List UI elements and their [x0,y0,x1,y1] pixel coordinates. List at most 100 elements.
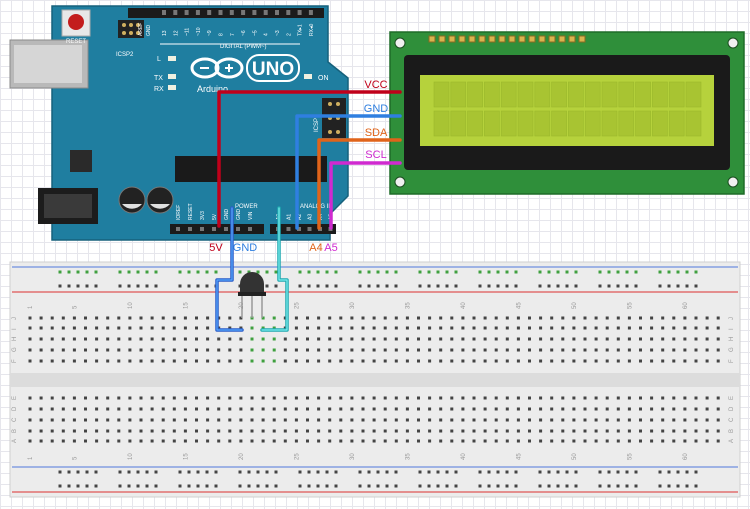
terminal-hole [50,337,54,341]
board-pin-label-5v: 5V [209,242,223,254]
column-number-top: 1 [28,305,34,309]
rail-hole [274,270,278,274]
terminal-hole [572,337,576,341]
digital-pin-hole [241,10,246,15]
wire-sda[interactable] [317,138,402,230]
terminal-hole [694,407,698,411]
terminal-hole [605,439,609,443]
terminal-hole [372,316,376,320]
terminal-hole [694,429,698,433]
lcd-header-pin [428,35,436,43]
rail-hole [307,470,311,474]
row-letter: F [12,359,18,363]
terminal-hole [106,439,110,443]
arduino-infinity-logo [190,57,244,79]
terminal-hole [39,418,43,422]
rail-hole [358,484,362,488]
wire-scl[interactable] [329,161,402,230]
power-pin-hole [224,227,228,231]
terminal-hole [439,418,443,422]
lcd-character-cell [534,110,551,137]
terminal-hole [95,348,99,352]
wire-gnd-lcd[interactable] [295,114,402,230]
column-number-bottom: 45 [516,453,522,460]
rail-hole [607,284,611,288]
terminal-hole [106,337,110,341]
terminal-hole [483,418,487,422]
terminal-hole [417,326,420,330]
analog-pin-hole [307,227,312,231]
terminal-hole [639,407,642,411]
temperature-sensor[interactable] [238,272,266,318]
terminal-hole [594,348,598,352]
column-number-bottom: 40 [461,453,467,460]
terminal-hole [250,348,254,352]
reset-label: RESET [66,39,86,45]
terminal-hole [250,429,254,433]
terminal-hole [84,429,87,433]
terminal-hole [50,396,54,400]
terminal-hole [195,407,198,411]
wire-5v[interactable] [217,90,402,228]
rail-hole [178,470,182,474]
terminal-hole [61,396,65,400]
aref-label: AREF [138,23,144,36]
terminal-hole [583,429,587,433]
rail-hole [247,470,251,474]
terminal-hole [128,439,132,443]
terminal-hole [594,316,598,320]
lcd-character-cell [484,81,500,108]
analog-pin-hole [286,227,291,231]
terminal-hole [639,439,642,443]
terminal-hole [494,439,498,443]
terminal-hole [472,407,476,411]
terminal-hole [405,359,409,363]
terminal-hole [716,348,720,352]
lcd-character-cell [517,81,534,108]
terminal-hole [328,348,332,352]
power-pin-label: RESET [188,203,194,220]
terminal-hole [139,396,143,400]
terminal-hole [539,359,543,363]
lcd-character-cell [467,81,483,108]
terminal-hole [528,337,531,341]
terminal-hole [650,418,654,422]
rail-hole [256,470,260,474]
analog-header [270,224,336,234]
terminal-hole [650,407,654,411]
terminal-hole [505,407,509,411]
rail-hole [478,470,482,474]
terminal-hole [128,418,132,422]
terminal-hole [239,407,243,411]
terminal-hole [50,429,54,433]
digital-pin-label: ~6 [241,30,247,36]
terminal-hole [183,316,187,320]
terminal-hole [650,326,654,330]
terminal-hole [84,396,87,400]
terminal-hole [661,396,665,400]
rail-hole [298,270,302,274]
lcd-header-pin [578,35,586,43]
terminal-hole [550,316,554,320]
column-number-bottom: 15 [183,453,189,460]
terminal-hole [550,396,554,400]
terminal-hole [483,316,487,320]
terminal-hole [328,429,332,433]
terminal-hole [261,348,265,352]
terminal-hole [383,337,387,341]
column-number-bottom: 25 [294,453,300,460]
terminal-hole [350,418,354,422]
terminal-hole [339,429,343,433]
rail-hole [667,284,671,288]
lcd-header-pin [458,35,466,43]
column-number-bottom: 1 [28,456,34,460]
digital-header-label: DIGITAL (PWM~) [220,44,267,50]
terminal-hole [317,396,321,400]
terminal-hole [672,407,676,411]
rail-hole [145,470,149,474]
lcd-character-cell [500,110,517,137]
rail-hole [178,270,182,274]
rail-hole [94,470,98,474]
